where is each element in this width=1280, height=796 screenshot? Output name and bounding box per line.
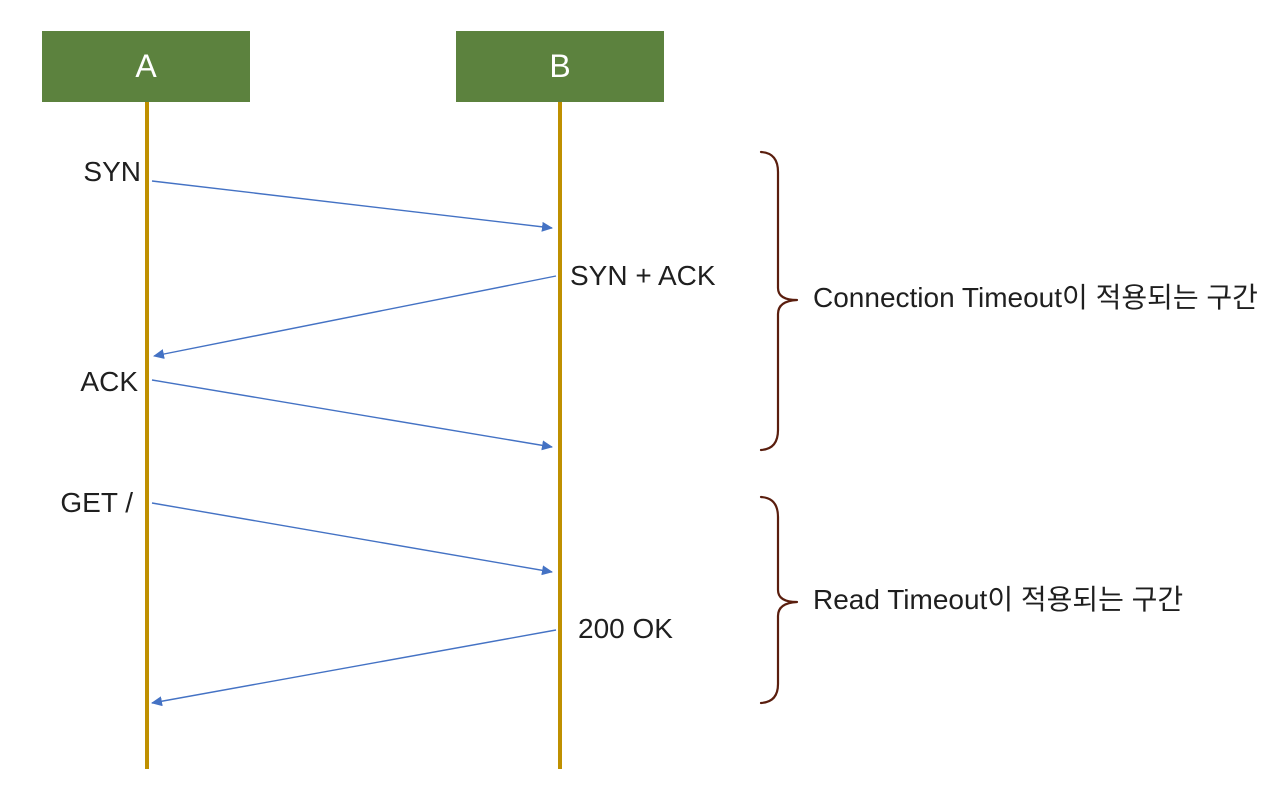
message-label-ack: ACK <box>80 366 138 397</box>
message-label-200-ok: 200 OK <box>578 613 673 644</box>
actor-label-b: B <box>549 48 571 84</box>
brace-read-timeout <box>759 495 799 705</box>
message-label-syn-ack: SYN + ACK <box>570 260 716 291</box>
message-label-syn: SYN <box>83 156 141 187</box>
message-arrow-syn-ack <box>153 275 557 359</box>
message-arrow-200-ok <box>151 629 557 707</box>
message-label-get: GET / <box>60 487 133 518</box>
lifeline-a <box>145 102 149 769</box>
message-arrow-ack <box>151 379 553 451</box>
actor-box-b: B <box>456 31 664 102</box>
actor-box-a: A <box>42 31 250 102</box>
annotation-connection-timeout: Connection Timeout이 적용되는 구간 <box>813 282 1258 313</box>
lifeline-b <box>558 102 562 769</box>
message-arrow-get <box>151 502 553 576</box>
message-arrow-syn <box>151 180 553 232</box>
actor-label-a: A <box>135 48 157 84</box>
annotation-read-timeout: Read Timeout이 적용되는 구간 <box>813 584 1184 615</box>
brace-connection-timeout <box>759 150 799 452</box>
